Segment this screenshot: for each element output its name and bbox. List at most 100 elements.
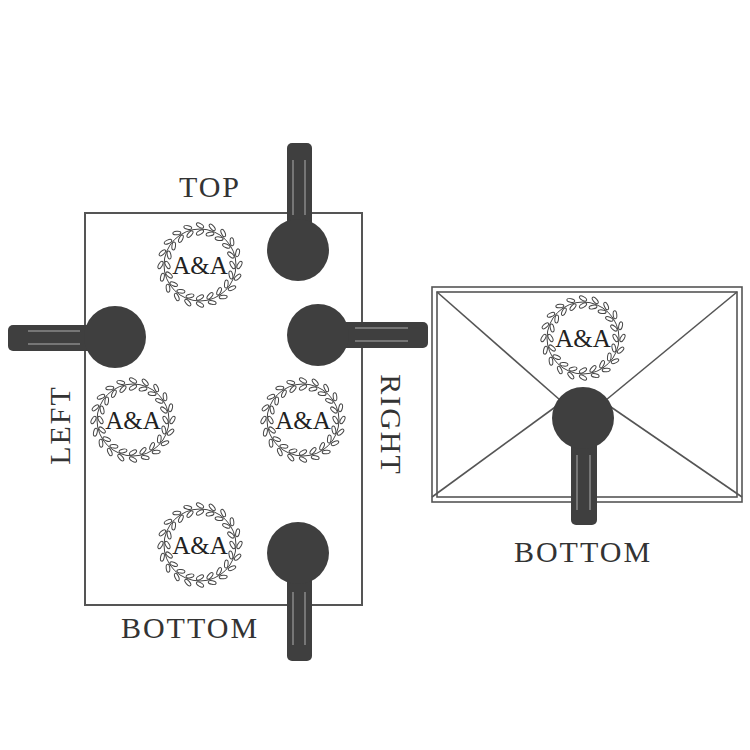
wreath-leaf bbox=[591, 373, 600, 378]
wreath-leaf bbox=[169, 281, 178, 288]
wreath-leaf bbox=[139, 447, 147, 455]
wreath-leaf bbox=[100, 406, 105, 415]
wreath-leaf bbox=[110, 444, 118, 448]
wreath-leaf bbox=[229, 541, 236, 550]
clip-bottom bbox=[267, 522, 329, 661]
wreath-leaf bbox=[141, 455, 150, 460]
wreath-leaf bbox=[129, 377, 138, 384]
wreath-leaf bbox=[168, 404, 173, 413]
wreath-leaf bbox=[216, 567, 223, 576]
wreath-leaf bbox=[227, 251, 235, 259]
wreath-leaf bbox=[119, 448, 128, 453]
wreath-leaf bbox=[280, 444, 288, 448]
wreath-leaf bbox=[160, 406, 168, 414]
wreath-leaf bbox=[311, 455, 320, 460]
wreath-leaf bbox=[560, 362, 568, 366]
wreath-leaf bbox=[208, 580, 217, 585]
wreath-leaf bbox=[97, 416, 104, 425]
wreaths bbox=[90, 222, 626, 588]
wreath-leaf bbox=[206, 292, 214, 300]
wreath-leaf bbox=[233, 553, 241, 561]
wreath-leaf bbox=[299, 456, 308, 463]
wreath-leaf bbox=[261, 404, 269, 412]
wreath-leaf bbox=[157, 435, 161, 443]
wreath-leaf bbox=[547, 312, 556, 319]
wreath-leaf bbox=[167, 251, 172, 260]
wreath-leaf bbox=[177, 569, 185, 573]
wreath-leaf bbox=[184, 505, 193, 510]
wreath-leaf bbox=[164, 519, 173, 526]
wreath-leaf bbox=[171, 522, 175, 530]
wreath-leaf bbox=[289, 448, 298, 453]
wreath-leaf bbox=[548, 344, 556, 352]
wreath-leaf bbox=[164, 239, 173, 246]
wreath-leaf bbox=[319, 442, 326, 451]
wreath-leaf bbox=[219, 295, 227, 299]
wreath-leaf bbox=[619, 334, 626, 343]
wreath-leaf bbox=[102, 436, 111, 443]
wreath-leaf bbox=[552, 354, 561, 361]
side-label: TOP bbox=[179, 172, 241, 202]
wreath-leaf bbox=[196, 581, 205, 588]
wreath-leaf bbox=[174, 293, 181, 302]
wreath-leaf bbox=[267, 394, 276, 401]
wreath-leaf bbox=[216, 287, 223, 296]
wreath-leaf bbox=[220, 509, 227, 518]
wreath-leaf bbox=[591, 296, 599, 304]
side-label: RIGHT bbox=[376, 374, 406, 476]
wreath-leaf bbox=[330, 406, 338, 414]
wreath-leaf bbox=[111, 389, 118, 398]
wreath-leaf bbox=[602, 368, 610, 372]
wreath-leaf bbox=[230, 518, 234, 526]
wreath-leaf bbox=[269, 439, 273, 447]
clip-top bbox=[267, 143, 329, 281]
wreath-leaf bbox=[119, 385, 127, 393]
wreath-leaf bbox=[165, 551, 173, 559]
wreath-leaf bbox=[299, 377, 308, 384]
wreath-leaf bbox=[569, 366, 578, 371]
wreath-leaf bbox=[196, 294, 205, 301]
wreath-leaf bbox=[281, 389, 288, 398]
wreath-leaf bbox=[178, 514, 185, 523]
wreath-leaf bbox=[196, 301, 205, 308]
wreath-leaf bbox=[599, 360, 606, 369]
wreath-leaf bbox=[153, 384, 160, 393]
wreath-leaf bbox=[327, 435, 331, 443]
wreath-leaf bbox=[605, 316, 614, 323]
wreath-leaf bbox=[174, 573, 181, 582]
wreath-leaf bbox=[161, 440, 170, 447]
wreath-stem bbox=[164, 229, 236, 301]
wreath-leaf bbox=[208, 223, 216, 231]
wreath-leaf bbox=[107, 448, 114, 457]
wreath-leaf bbox=[567, 298, 576, 303]
wreath-stem bbox=[97, 384, 169, 456]
wreath-leaf bbox=[543, 346, 548, 355]
wreath-leaf bbox=[160, 553, 165, 562]
monogram-text: A&A bbox=[555, 326, 611, 351]
wreath-leaf bbox=[579, 302, 588, 309]
wreath-leaf bbox=[98, 426, 106, 434]
wreath-leaf bbox=[611, 344, 616, 353]
wreath-leaf bbox=[186, 293, 195, 298]
wreath-leaf bbox=[589, 365, 597, 373]
wreath-leaf bbox=[333, 393, 337, 401]
clip-left bbox=[8, 306, 146, 368]
wreath-leaf bbox=[603, 302, 610, 311]
wreath-leaf bbox=[99, 439, 103, 447]
wreath-leaf bbox=[164, 541, 171, 550]
wreath-leaf bbox=[166, 284, 170, 292]
wreath-leaf bbox=[208, 503, 216, 511]
wreath-leaf bbox=[117, 380, 126, 385]
wreath-leaf bbox=[610, 324, 618, 332]
wreath-leaf bbox=[579, 295, 588, 302]
wreath-leaf bbox=[152, 450, 160, 454]
wreath-leaf bbox=[196, 229, 205, 236]
wreath-leaf bbox=[206, 572, 214, 580]
wreath-leaf bbox=[287, 380, 296, 385]
wreath-leaf bbox=[167, 531, 172, 540]
wreath-leaf bbox=[331, 440, 340, 447]
monogram-text: A&A bbox=[105, 408, 161, 433]
wreath-leaf bbox=[196, 509, 205, 516]
wreath-leaf bbox=[318, 391, 326, 395]
wreath-leaf bbox=[336, 428, 344, 436]
